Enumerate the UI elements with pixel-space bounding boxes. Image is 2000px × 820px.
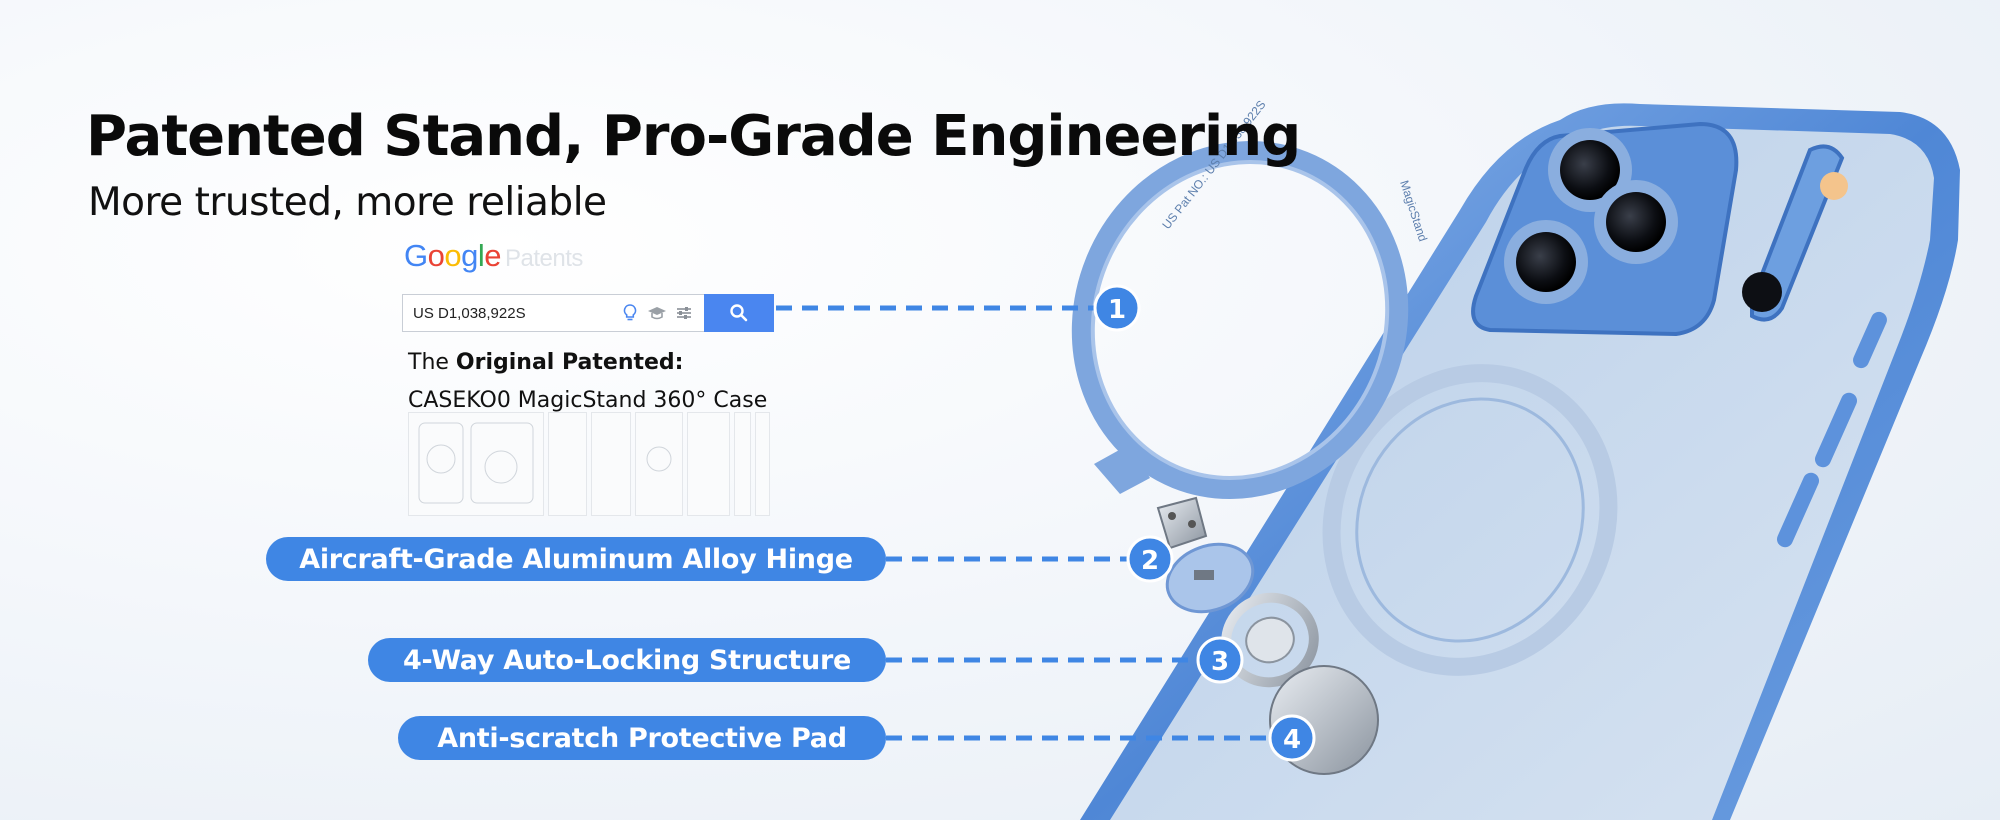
- original-heading: The Original Patented:: [408, 344, 767, 382]
- patent-drawing-thumb: [408, 412, 544, 516]
- bulb-icon[interactable]: [622, 304, 638, 322]
- logo-letter: G: [404, 238, 428, 273]
- hinge-part: [1156, 496, 1255, 614]
- logo-letter: o: [427, 238, 445, 273]
- callout-lines: [776, 305, 1270, 741]
- callout-marker-1: 1: [1093, 284, 1141, 332]
- callout-marker-2: 2: [1126, 535, 1174, 583]
- patent-drawing-thumb: [686, 412, 730, 516]
- patent-drawing-thumb: [634, 412, 683, 516]
- callout-number-3: 3: [1211, 647, 1229, 677]
- patent-drawing-thumb: [591, 412, 631, 516]
- logo-subtitle: Patents: [505, 245, 583, 272]
- headline: Patented Stand, Pro-Grade Engineering: [86, 104, 1301, 169]
- search-icon: [730, 304, 748, 322]
- logo-letter: e: [484, 238, 502, 273]
- callout-number-1: 1: [1108, 295, 1126, 325]
- logo-letter: g: [461, 238, 478, 273]
- product-name: CASEKO0 MagicStand 360° Case: [408, 388, 768, 413]
- patent-drawing-thumb: [754, 412, 771, 516]
- patent-drawings: [408, 412, 771, 516]
- logo-letter: o: [444, 238, 462, 273]
- search-button[interactable]: [704, 294, 774, 332]
- original-patent-text: The Original Patented: CASEKO0 MagicStan…: [408, 344, 767, 420]
- callout-marker-3: 3: [1196, 636, 1244, 684]
- ring-brand: MagicStand: [1397, 179, 1430, 244]
- patent-search-input[interactable]: [403, 295, 622, 331]
- callout-number-2: 2: [1141, 546, 1159, 576]
- original-bold: Original Patented:: [455, 350, 684, 375]
- callout-label-3: 4-Way Auto-Locking Structure: [368, 638, 886, 682]
- callout-label-2: Aircraft-Grade Aluminum Alloy Hinge: [266, 537, 886, 581]
- subheadline: More trusted, more reliable: [88, 180, 607, 225]
- patent-drawing-thumb: [733, 412, 751, 516]
- patent-drawing-thumb: [548, 412, 588, 516]
- search-tools: [622, 304, 704, 322]
- logo-letter: l: [477, 238, 485, 273]
- callout-number-4: 4: [1283, 725, 1301, 755]
- magsafe-ring: [1322, 364, 1618, 676]
- camera-module: [1471, 121, 1848, 337]
- graduation-cap-icon[interactable]: [647, 305, 667, 321]
- callout-marker-4: 4: [1268, 714, 1316, 762]
- patent-search-bar: [402, 294, 774, 332]
- callout-label-4: Anti-scratch Protective Pad: [398, 716, 886, 760]
- sliders-icon[interactable]: [676, 306, 692, 320]
- original-prefix: The: [408, 350, 456, 375]
